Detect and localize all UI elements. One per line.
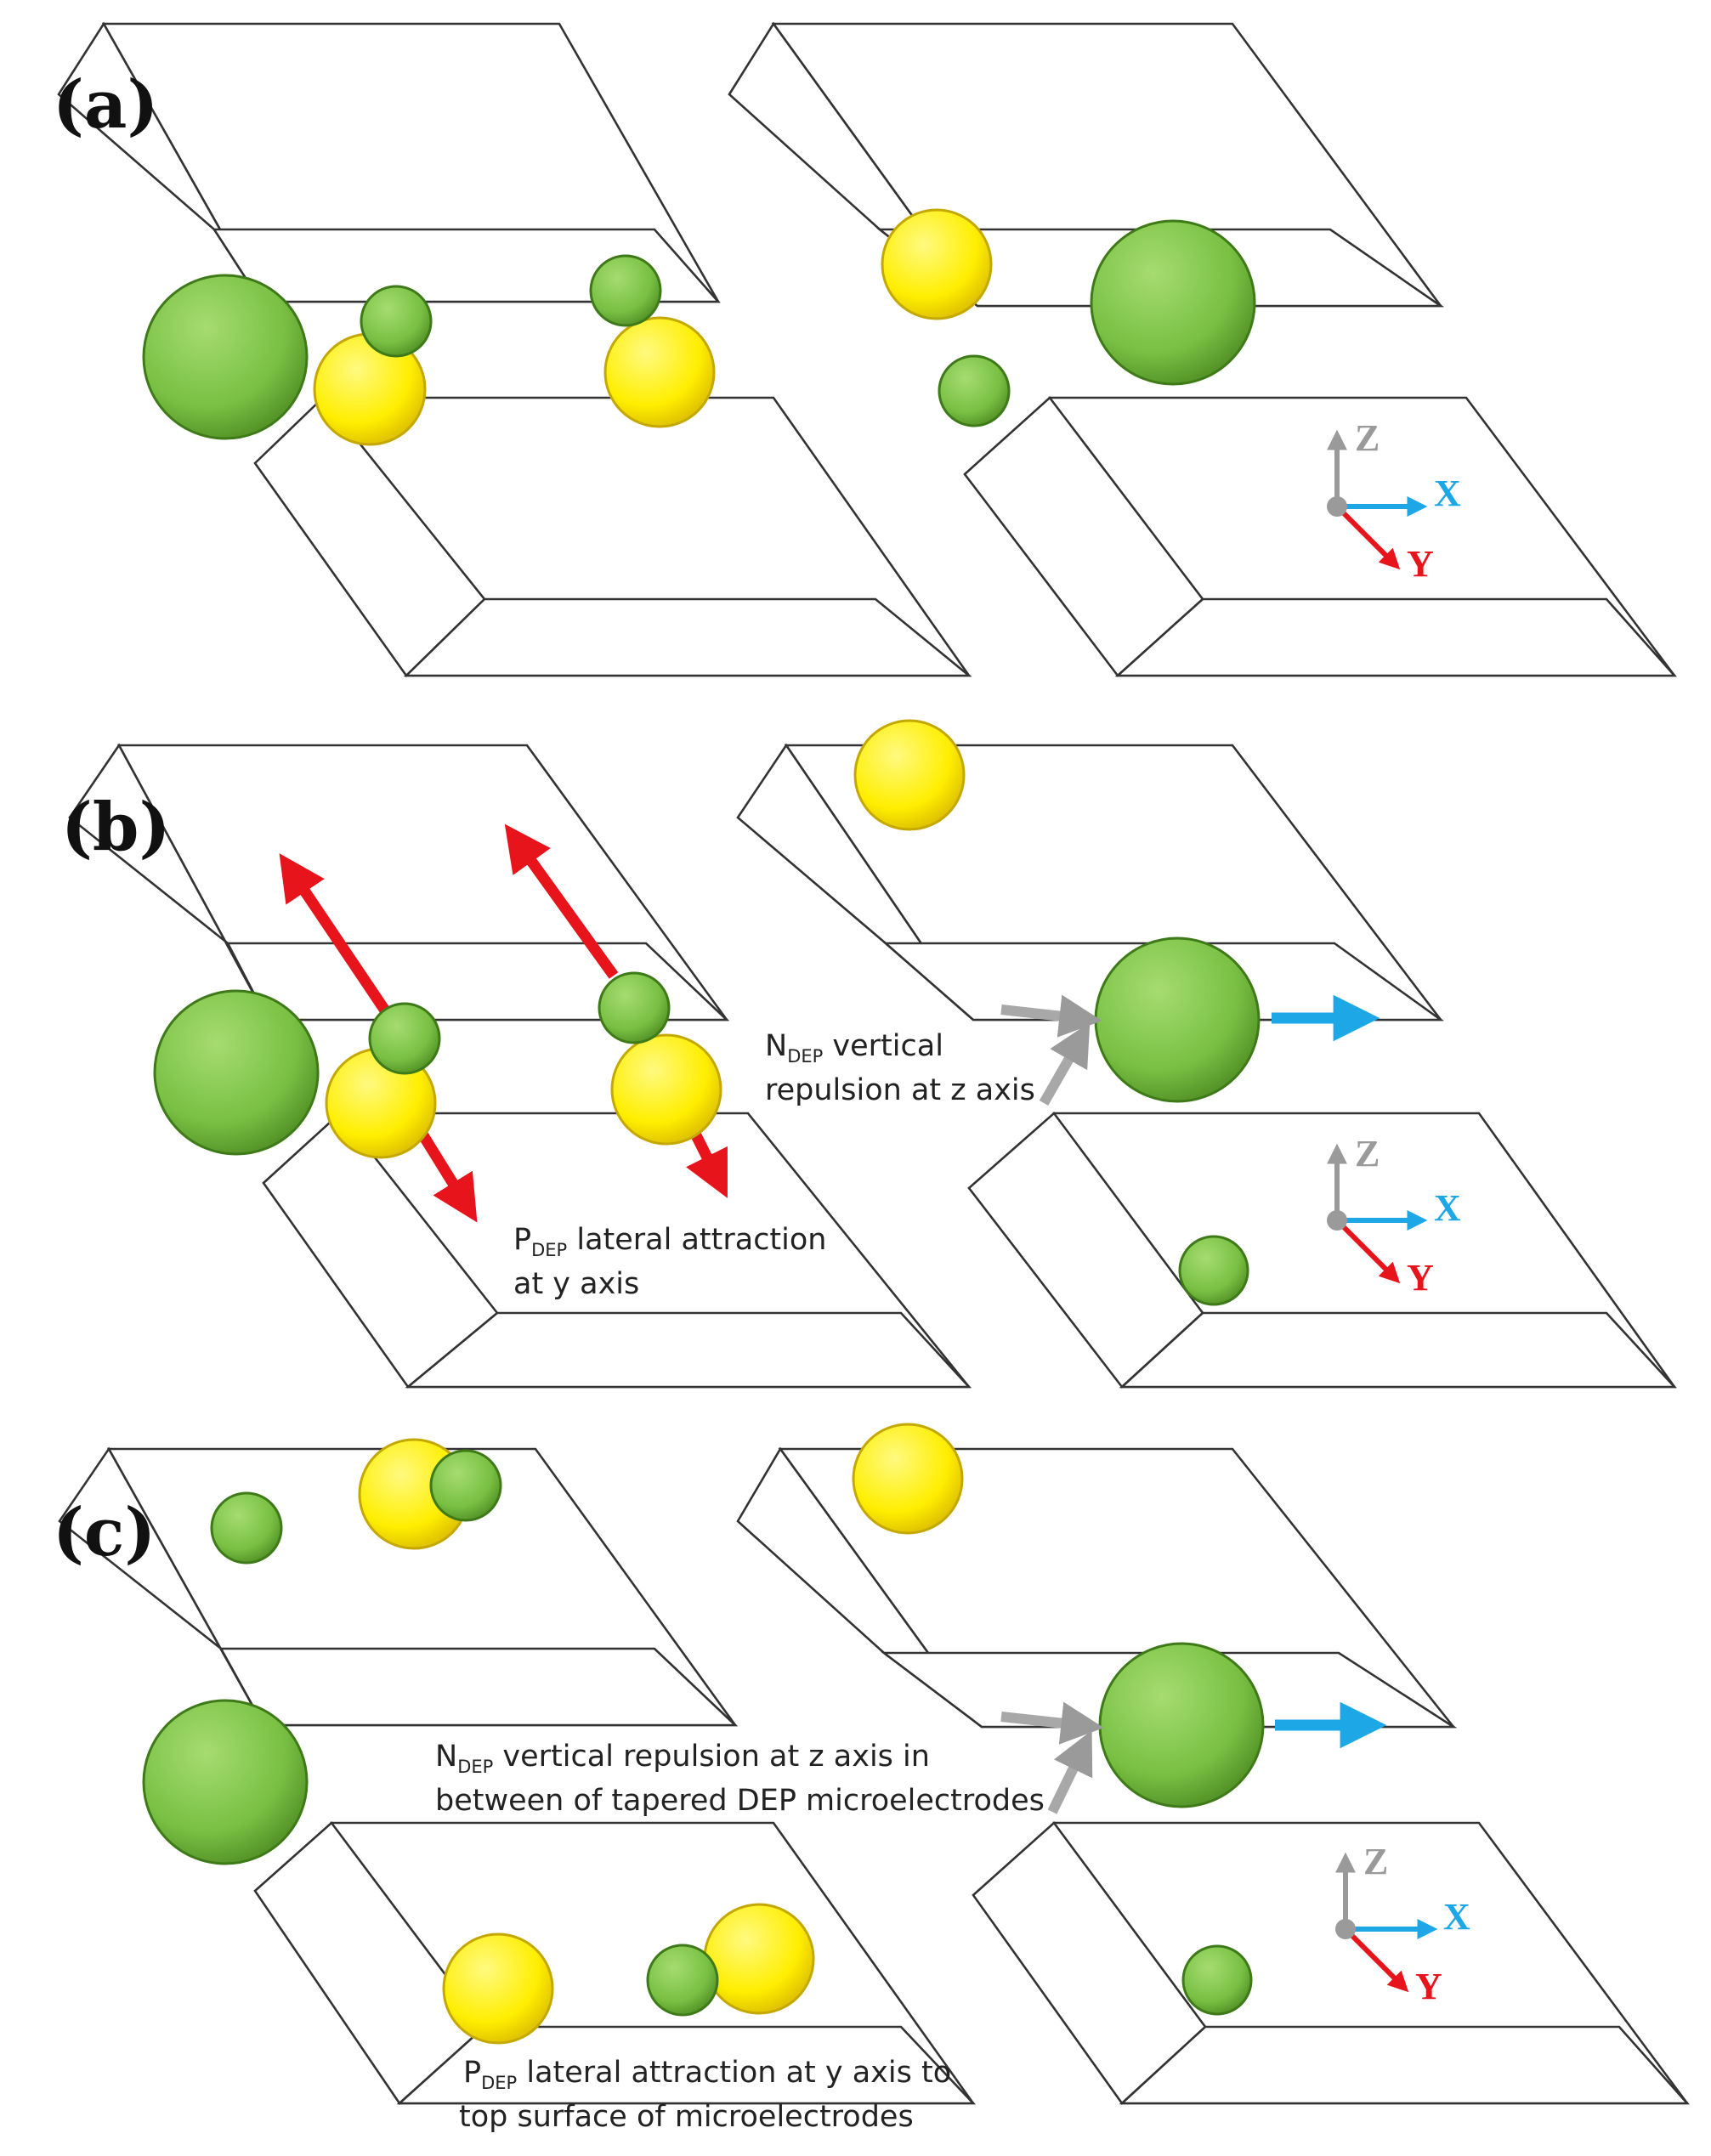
z-axis-label: Z	[1355, 417, 1380, 459]
y-axis-arrow	[1334, 504, 1401, 570]
bottom-electrode-step	[396, 2025, 977, 2105]
axis-triad: Z X Y	[1327, 1133, 1461, 1299]
green-particle-large	[1090, 219, 1256, 386]
yellow-particle	[610, 1033, 722, 1146]
green-particle-large	[1098, 1642, 1265, 1808]
green-particle-small	[1181, 1944, 1253, 2016]
axis-triad: Z X Y	[1335, 1841, 1470, 2007]
yellow-particle	[442, 1932, 554, 2045]
ndep-annotation: repulsion at z axis	[765, 1073, 1035, 1107]
green-particle-small	[368, 1002, 441, 1075]
pdep-force-arrow	[504, 823, 619, 979]
y-axis-label: Y	[1407, 1257, 1434, 1299]
green-particle-small	[938, 354, 1011, 427]
pdep-annotation: PDEP lateral attraction	[513, 1223, 826, 1260]
z-axis-label: Z	[1363, 1841, 1388, 1882]
top-electrode-step	[218, 1647, 739, 1727]
x-axis-label: X	[1434, 473, 1461, 514]
panel-label: (c)	[53, 1494, 156, 1571]
pdep-force-arrow	[279, 853, 392, 1016]
pdep-annotation: PDEP lateral attraction at y axis to	[463, 2056, 951, 2093]
x-axis-label: X	[1434, 1187, 1461, 1229]
green-particle-small	[360, 285, 433, 358]
yellow-particle	[853, 719, 966, 831]
y-axis-label: Y	[1407, 543, 1434, 585]
x-axis-label: X	[1443, 1896, 1470, 1938]
axis-triad: Z X Y	[1327, 417, 1461, 585]
y-axis-arrow	[1343, 1927, 1409, 1993]
green-particle-small	[210, 1491, 283, 1565]
z-axis-label: Z	[1355, 1133, 1380, 1174]
yellow-particle	[703, 1903, 815, 2015]
bottom-electrode-step	[403, 597, 972, 677]
green-particle-large	[142, 274, 309, 440]
ndep-force-arrow	[1000, 1701, 1104, 1745]
panel-b: Z X Y (b) NDEP vertical repulsion at z a…	[61, 719, 1677, 1389]
panel-label: (b)	[61, 789, 170, 866]
yellow-particle	[852, 1423, 964, 1535]
panel-a: Z X Y (a)	[53, 21, 1677, 677]
green-particle-large	[153, 989, 320, 1156]
y-axis-label: Y	[1415, 1966, 1442, 2007]
ndep-annotation: NDEP vertical repulsion at z axis in	[435, 1740, 930, 1777]
green-particle-small	[598, 971, 671, 1044]
pdep-annotation: top surface of microelectrodes	[459, 2100, 914, 2134]
pdep-annotation: at y axis	[513, 1267, 639, 1301]
bottom-electrode-step	[1114, 597, 1677, 677]
panel-c: Z X Y (c) NDEP vertical repulsion at z a…	[53, 1423, 1690, 2134]
right-channel	[736, 1446, 1690, 2105]
ndep-force-arrow	[1000, 994, 1102, 1038]
bottom-electrode-step	[1119, 2025, 1690, 2105]
ndep-force-arrow	[1039, 1021, 1091, 1106]
left-channel	[57, 21, 972, 677]
green-particle-small	[429, 1449, 502, 1522]
ndep-annotation: between of tapered DEP microelectrodes	[435, 1784, 1045, 1818]
green-particle-large	[142, 1699, 309, 1865]
green-particle-small	[1178, 1235, 1249, 1306]
axis-origin	[1335, 1919, 1356, 1939]
yellow-particle	[881, 208, 993, 320]
yellow-particle	[603, 316, 716, 428]
bottom-electrode-step	[1119, 1311, 1677, 1389]
panel-label: (a)	[53, 66, 158, 144]
bottom-electrode-step	[405, 1311, 972, 1389]
axis-origin	[1327, 496, 1347, 517]
axis-origin	[1327, 1210, 1347, 1231]
ndep-annotation: NDEP vertical	[765, 1029, 943, 1067]
right-channel	[736, 743, 1677, 1389]
ndep-force-arrow	[1047, 1730, 1093, 1814]
green-particle-small	[589, 254, 662, 327]
green-particle-small	[646, 1944, 719, 2017]
green-particle-large	[1094, 937, 1261, 1103]
y-axis-arrow	[1334, 1218, 1401, 1284]
